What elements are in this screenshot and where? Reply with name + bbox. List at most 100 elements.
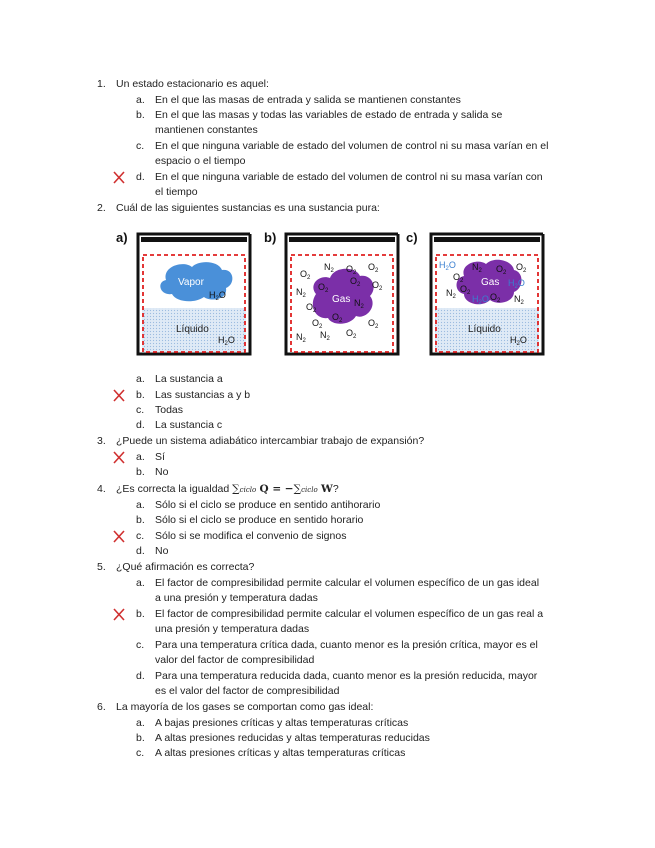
svg-text:N2: N2 (446, 288, 457, 300)
svg-text:O2: O2 (346, 328, 357, 340)
option-letter: b. (136, 514, 145, 526)
option-text: A altas presiones críticas y altas tempe… (155, 747, 406, 759)
x-mark-icon (113, 530, 125, 543)
x-mark-icon (113, 451, 125, 464)
option-text: La sustancia a (155, 373, 223, 385)
svg-text:O2: O2 (453, 272, 464, 284)
option-text-cont: es el valor del factor de compresibilida… (155, 685, 340, 697)
option-text-cont: a una presión y temperatura dadas (155, 592, 318, 604)
option-text: Sólo si se modifica el convenio de signo… (155, 530, 347, 542)
svg-text:N2: N2 (320, 330, 331, 342)
option-letter: d. (136, 670, 145, 682)
svg-text:N2: N2 (472, 262, 483, 274)
container-a: Vapor H2O Líquido H2O (136, 232, 252, 356)
question-text-after: ? (332, 483, 339, 495)
x-mark-icon (113, 171, 125, 184)
option-letter: c. (136, 747, 145, 759)
question-text: Un estado estacionario es aquel: (116, 78, 269, 90)
svg-text:O2: O2 (496, 264, 507, 276)
question-number: 6. (97, 701, 106, 713)
option-text-cont: una presión y temperatura dadas (155, 623, 310, 635)
vapor-label: Vapor (178, 277, 205, 288)
option-text: El factor de compresibilidad permite cal… (155, 608, 544, 620)
option-text: Las sustancias a y b (155, 389, 251, 401)
liquid-label-c: Líquido (468, 324, 501, 335)
svg-text:O2: O2 (332, 312, 343, 324)
option-letter: d. (136, 545, 145, 557)
svg-text:O2: O2 (346, 264, 357, 276)
panel-a-label: a) (116, 230, 128, 245)
option-text: Sólo si el ciclo se produce en sentido h… (155, 514, 364, 526)
option-text-cont: valor del factor de compresibilidad (155, 654, 315, 666)
svg-text:O2: O2 (350, 276, 361, 288)
panel-b-label: b) (264, 230, 276, 245)
question-text: Cuál de las siguientes sustancias es una… (116, 202, 380, 214)
svg-text:H2O: H2O (472, 294, 489, 306)
cycle-equality: ∑ciclo Q = −∑ciclo W (232, 483, 333, 495)
liquid-h2o: H2O (218, 335, 235, 347)
svg-text:N2: N2 (354, 298, 365, 310)
svg-text:H2O: H2O (508, 278, 525, 290)
option-text: No (155, 545, 169, 557)
svg-text:N2: N2 (296, 332, 307, 344)
container-c: Gas H2O O2 N2 O2 O2 N2 O2 H2O H2O O2 N2 … (429, 232, 545, 356)
svg-text:N2: N2 (296, 287, 307, 299)
question-number: 3. (97, 435, 106, 447)
option-text: En el que las masas de entrada y salida … (155, 94, 461, 106)
option-letter: d. (136, 171, 145, 183)
option-text: A bajas presiones críticas y altas tempe… (155, 717, 409, 729)
svg-text:O2: O2 (490, 292, 501, 304)
question-text: ¿Es correcta la igualdad ∑ciclo Q = −∑ci… (116, 482, 339, 497)
container-b: Gas O2 N2 O2 O2 N2 O2 O2 O2 N2 O2 O2 O2 … (284, 232, 400, 356)
option-letter: a. (136, 451, 145, 463)
option-text-cont: espacio o el tiempo (155, 155, 246, 167)
option-letter: b. (136, 608, 145, 620)
option-letter: a. (136, 577, 145, 589)
option-letter: c. (136, 404, 145, 416)
gas-label: Gas (332, 294, 350, 305)
option-letter: c. (136, 530, 145, 542)
option-letter: b. (136, 466, 145, 478)
option-letter: c. (136, 140, 145, 152)
svg-text:O2: O2 (460, 284, 471, 296)
question-number: 4. (97, 483, 106, 495)
option-text: Sí (155, 451, 165, 463)
substances-figure: a) Vapor H2O Líquido H2O b) Gas O2 N2 O2… (116, 230, 545, 356)
svg-text:O2: O2 (306, 302, 317, 314)
option-text: Todas (155, 404, 184, 416)
question-text: ¿Qué afirmación es correcta? (116, 561, 255, 573)
svg-text:O2: O2 (368, 318, 379, 330)
option-text: Para una temperatura reducida dada, cuan… (155, 670, 538, 682)
option-text: En el que ninguna variable de estado del… (155, 140, 549, 152)
svg-text:O2: O2 (300, 269, 311, 281)
option-text: Para una temperatura crítica dada, cuant… (155, 639, 538, 651)
question-number: 1. (97, 78, 106, 90)
liquid-label: Líquido (176, 324, 209, 335)
option-text: En el que ninguna variable de estado del… (155, 171, 543, 183)
panel-c-label: c) (406, 230, 418, 245)
option-text: La sustancia c (155, 419, 223, 431)
question-text-before: ¿Es correcta la igualdad (116, 483, 233, 495)
option-text-cont: el tiempo (155, 186, 198, 198)
liquid-h2o-c: H2O (510, 335, 527, 347)
option-letter: a. (136, 94, 145, 106)
option-letter: b. (136, 732, 145, 744)
svg-text:H2O: H2O (439, 260, 456, 272)
option-text: En el que las masas y todas las variable… (155, 109, 503, 121)
option-letter: a. (136, 373, 145, 385)
gas-label-c: Gas (481, 277, 499, 288)
option-text: Sólo si el ciclo se produce en sentido a… (155, 499, 381, 511)
svg-text:O2: O2 (372, 280, 383, 292)
option-letter: d. (136, 419, 145, 431)
option-letter: a. (136, 717, 145, 729)
option-letter: b. (136, 109, 145, 121)
svg-text:N2: N2 (514, 294, 525, 306)
question-number: 5. (97, 561, 106, 573)
vapor-h2o: H2O (209, 290, 226, 302)
option-text: El factor de compresibilidad permite cal… (155, 577, 540, 589)
svg-text:O2: O2 (368, 262, 379, 274)
svg-text:O2: O2 (516, 262, 527, 274)
option-text-cont: mantienen constantes (155, 124, 258, 136)
x-mark-icon (113, 608, 125, 621)
option-letter: b. (136, 389, 145, 401)
